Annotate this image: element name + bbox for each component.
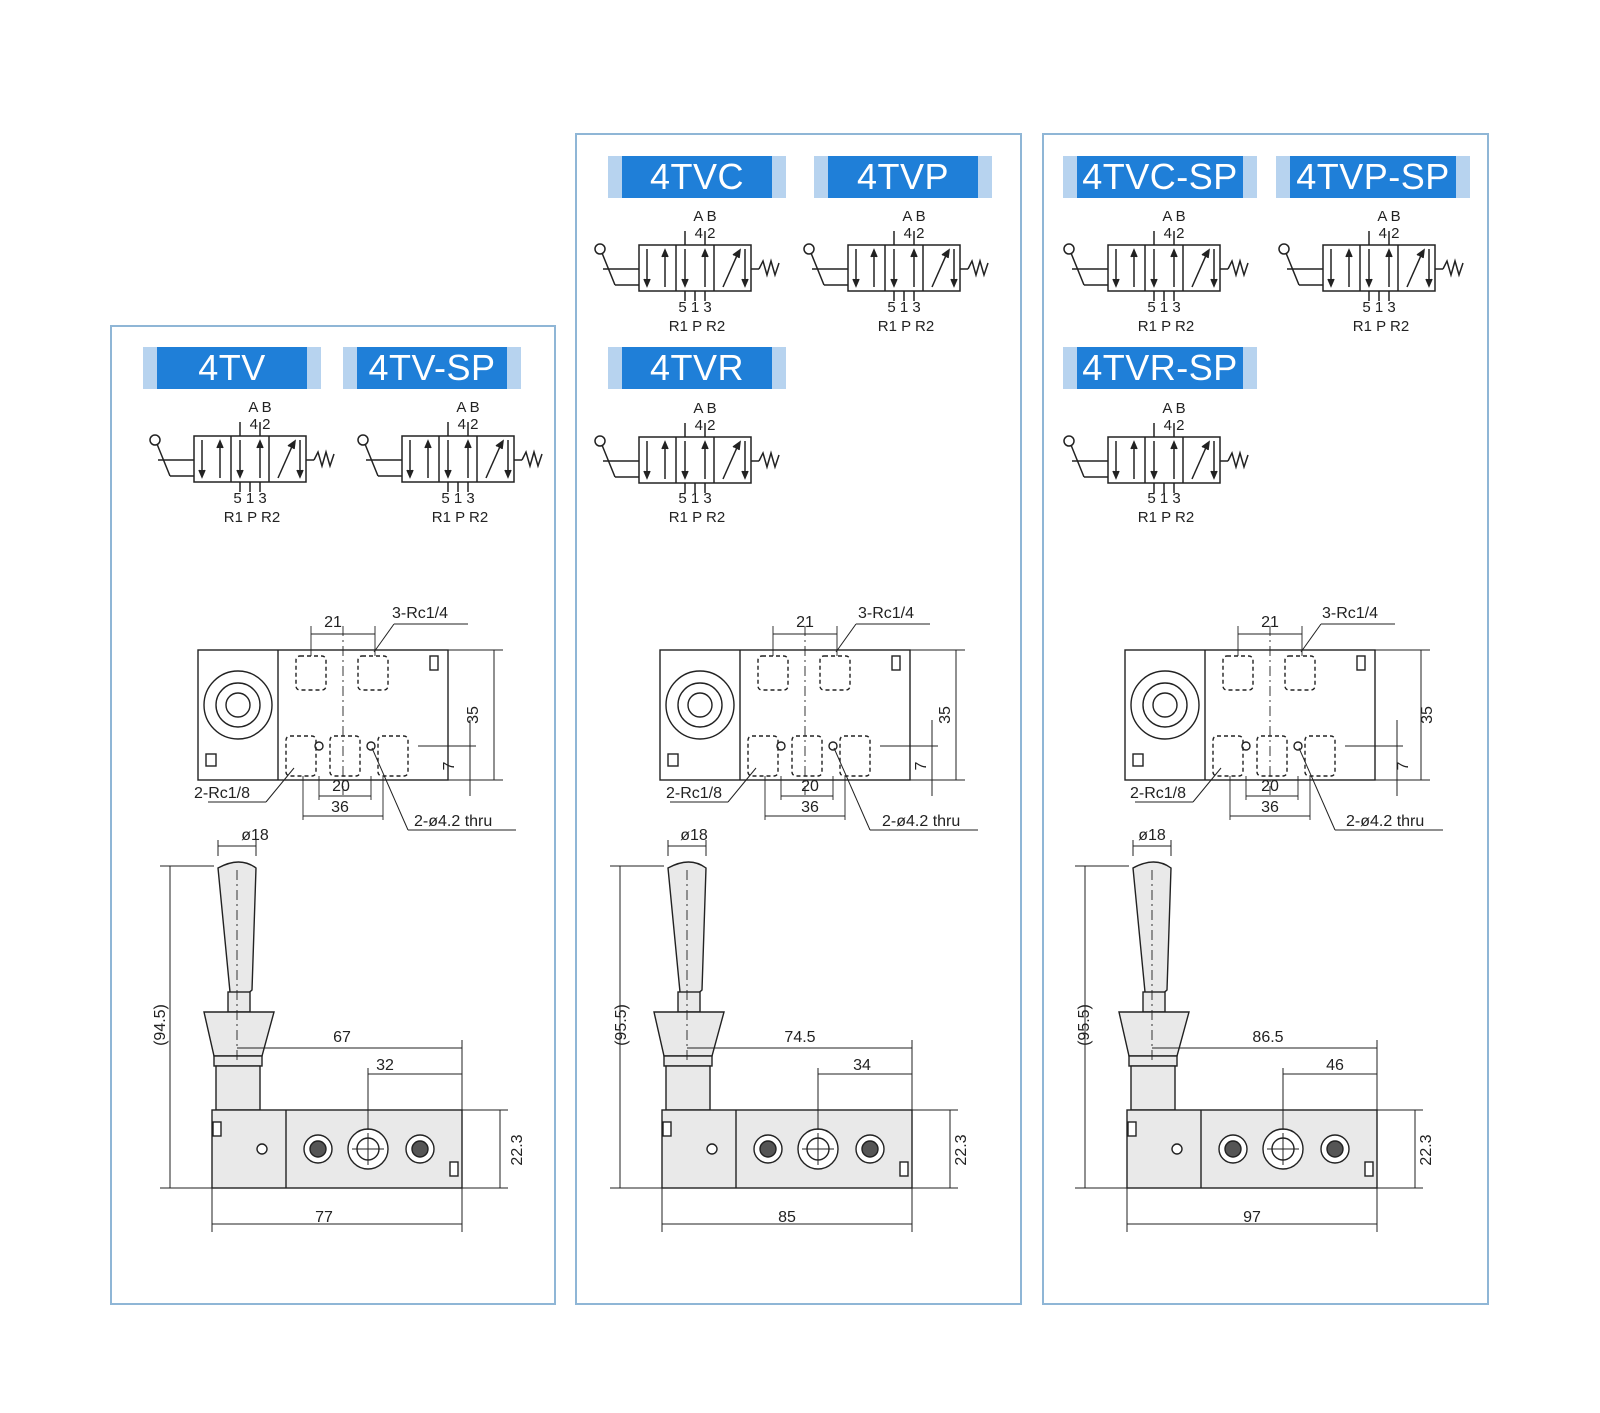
dim-port-span: 36	[331, 799, 349, 816]
port-numbers-top: 4 2	[904, 225, 925, 242]
dim-port-offset: 34	[853, 1057, 871, 1074]
port-letters-bottom: R1 P R2	[878, 318, 934, 335]
dim-hole-offset: 7	[1395, 761, 1412, 770]
dim-port-pitch: 21	[1261, 614, 1279, 631]
dim-body-depth: 35	[937, 706, 954, 724]
label-supply-ports: 3-Rc1/4	[1322, 605, 1378, 622]
dim-hole-offset: 7	[913, 761, 930, 770]
dim-port-pitch: 21	[796, 614, 814, 631]
port-letters-top: A B	[693, 400, 716, 417]
dim-handle-offset: 67	[333, 1029, 351, 1046]
port-numbers-bottom: 5 1 3	[1147, 299, 1180, 316]
port-numbers-bottom: 5 1 3	[678, 299, 711, 316]
port-letters-top: A B	[1377, 208, 1400, 225]
dim-port-pitch: 21	[324, 614, 342, 631]
dim-body-width: 85	[778, 1209, 796, 1226]
port-letters-top: A B	[693, 208, 716, 225]
dim-body-width: 77	[315, 1209, 333, 1226]
port-letters-top: A B	[902, 208, 925, 225]
dim-hole-pitch: 20	[801, 778, 819, 795]
dim-body-height: 22.3	[1418, 1134, 1435, 1165]
model-badge-4tv: 4TV	[143, 347, 321, 389]
port-letters-top: A B	[1162, 208, 1185, 225]
dim-body-depth: 35	[1419, 706, 1436, 724]
dim-overall-height: (94.5)	[152, 1004, 169, 1046]
label-supply-ports: 3-Rc1/4	[858, 605, 914, 622]
label-supply-ports: 3-Rc1/4	[392, 605, 448, 622]
panel-4tvc-4tvp-4tvr	[575, 133, 1022, 1305]
model-badge-4tvr-sp: 4TVR-SP	[1063, 347, 1257, 389]
dim-overall-height: (95.5)	[1076, 1004, 1093, 1046]
label-mount-holes: 2-ø4.2 thru	[882, 813, 960, 830]
dim-handle-offset: 74.5	[784, 1029, 815, 1046]
dim-hole-pitch: 20	[332, 778, 350, 795]
dim-body-depth: 35	[465, 706, 482, 724]
port-letters-bottom: R1 P R2	[1138, 509, 1194, 526]
port-letters-bottom: R1 P R2	[669, 318, 725, 335]
port-numbers-top: 4 2	[458, 416, 479, 433]
port-letters-bottom: R1 P R2	[669, 509, 725, 526]
dim-port-offset: 32	[376, 1057, 394, 1074]
model-badge-4tvp: 4TVP	[814, 156, 992, 198]
port-numbers-bottom: 5 1 3	[678, 490, 711, 507]
dim-handle-diameter: ø18	[1138, 827, 1166, 844]
dim-hole-offset: 7	[441, 761, 458, 770]
label-exhaust-ports: 2-Rc1/8	[194, 785, 250, 802]
model-badge-4tv-sp: 4TV-SP	[343, 347, 521, 389]
dim-handle-diameter: ø18	[680, 827, 708, 844]
port-letters-bottom: R1 P R2	[224, 509, 280, 526]
label-exhaust-ports: 2-Rc1/8	[1130, 785, 1186, 802]
dim-body-width: 97	[1243, 1209, 1261, 1226]
dim-body-height: 22.3	[953, 1134, 970, 1165]
dim-port-span: 36	[801, 799, 819, 816]
label-mount-holes: 2-ø4.2 thru	[414, 813, 492, 830]
port-letters-bottom: R1 P R2	[432, 509, 488, 526]
port-numbers-bottom: 5 1 3	[887, 299, 920, 316]
label-exhaust-ports: 2-Rc1/8	[666, 785, 722, 802]
port-numbers-top: 4 2	[695, 225, 716, 242]
port-numbers-top: 4 2	[1379, 225, 1400, 242]
port-letters-top: A B	[456, 399, 479, 416]
port-numbers-bottom: 5 1 3	[1147, 490, 1180, 507]
port-numbers-top: 4 2	[1164, 225, 1185, 242]
port-letters-top: A B	[248, 399, 271, 416]
model-badge-4tvc-sp: 4TVC-SP	[1063, 156, 1257, 198]
dim-hole-pitch: 20	[1261, 778, 1279, 795]
label-mount-holes: 2-ø4.2 thru	[1346, 813, 1424, 830]
port-numbers-bottom: 5 1 3	[1362, 299, 1395, 316]
dim-overall-height: (95.5)	[613, 1004, 630, 1046]
port-numbers-top: 4 2	[695, 417, 716, 434]
dim-port-offset: 46	[1326, 1057, 1344, 1074]
panel-sp-models	[1042, 133, 1489, 1305]
port-letters-bottom: R1 P R2	[1138, 318, 1194, 335]
port-numbers-top: 4 2	[250, 416, 271, 433]
port-letters-top: A B	[1162, 400, 1185, 417]
dim-body-height: 22.3	[509, 1134, 526, 1165]
dim-port-span: 36	[1261, 799, 1279, 816]
port-numbers-top: 4 2	[1164, 417, 1185, 434]
model-badge-4tvr: 4TVR	[608, 347, 786, 389]
port-numbers-bottom: 5 1 3	[233, 490, 266, 507]
model-badge-4tvp-sp: 4TVP-SP	[1276, 156, 1470, 198]
dim-handle-diameter: ø18	[241, 827, 269, 844]
model-badge-4tvc: 4TVC	[608, 156, 786, 198]
port-numbers-bottom: 5 1 3	[441, 490, 474, 507]
port-letters-bottom: R1 P R2	[1353, 318, 1409, 335]
dim-handle-offset: 86.5	[1252, 1029, 1283, 1046]
panel-4tv	[110, 325, 556, 1305]
